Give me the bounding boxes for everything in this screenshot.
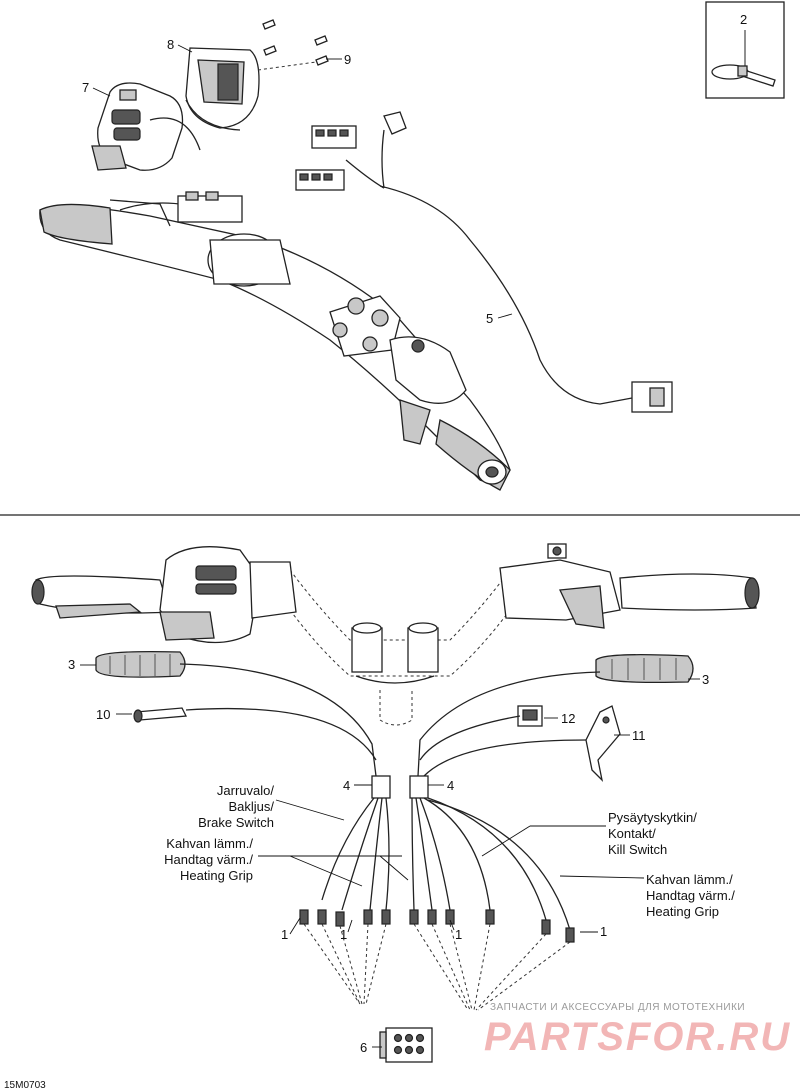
callout-9: 9 — [344, 52, 351, 67]
callout-11: 11 — [632, 728, 646, 743]
multi-pin-connector-icon — [379, 1027, 433, 1063]
left-grip-switch-icon — [31, 546, 297, 644]
cable-tie-icon — [711, 30, 776, 87]
callout-1-d: 1 — [600, 924, 607, 939]
screw-icons — [257, 19, 329, 71]
kill-label-line-1: Pysäytyskytkin/ — [608, 810, 697, 825]
heating-grip-left-icon — [95, 650, 186, 678]
label-brake-switch: Jarruvalo/ Bakljus/ Brake Switch — [198, 783, 345, 830]
callout-12: 12 — [561, 711, 575, 726]
heat-left-line-3: Heating Grip — [180, 868, 253, 883]
callout-3-right: 3 — [702, 672, 709, 687]
callout-5: 5 — [486, 311, 493, 326]
callout-4-right: 4 — [447, 778, 454, 793]
callout-4-left: 4 — [343, 778, 350, 793]
wiring-icon — [179, 663, 601, 1011]
bracket-icon — [585, 705, 621, 782]
callout-2: 2 — [740, 12, 747, 27]
heat-right-line-2: Handtag värm./ — [646, 888, 735, 903]
callout-1-b: 1 — [340, 927, 347, 942]
brake-switch-connector-icon — [133, 707, 188, 723]
label-kill-switch: Pysäytyskytkin/ Kontakt/ Kill Switch — [481, 810, 697, 857]
callout-6: 6 — [360, 1040, 367, 1055]
watermark-line-2: PARTSFOR.RU — [484, 1015, 791, 1059]
bottom-panel: 3 3 10 12 11 4 4 1 1 1 1 6 Jarruvalo/ Ba… — [4, 543, 791, 1091]
brake-label-line-2: Bakljus/ — [228, 799, 274, 814]
brake-label-line-3: Brake Switch — [198, 815, 274, 830]
label-heating-grip-left: Kahvan lämm./ Handtag värm./ Heating Gri… — [164, 836, 409, 887]
kill-switch-icon — [517, 705, 543, 727]
heat-left-line-2: Handtag värm./ — [164, 852, 253, 867]
splice-right — [409, 775, 429, 799]
kill-label-line-3: Kill Switch — [608, 842, 667, 857]
callout-3-left: 3 — [68, 657, 75, 672]
callout-8: 8 — [167, 37, 174, 52]
top-panel: 7 8 9 2 5 — [39, 1, 785, 491]
handlebar-assembly-icon — [39, 191, 511, 491]
label-heating-grip-right: Kahvan lämm./ Handtag värm./ Heating Gri… — [559, 872, 735, 919]
right-grip-throttle-icon — [499, 543, 760, 629]
splice-left — [371, 775, 391, 799]
handlebar-outline-icon — [289, 569, 511, 726]
heat-right-line-1: Kahvan lämm./ — [646, 872, 733, 887]
callout-10: 10 — [96, 707, 110, 722]
callout-1-c: 1 — [455, 927, 462, 942]
callout-7: 7 — [82, 80, 89, 95]
heating-grip-right-icon — [595, 654, 694, 684]
callout-1-a: 1 — [281, 927, 288, 942]
heat-right-line-3: Heating Grip — [646, 904, 719, 919]
brake-label-line-1: Jarruvalo/ — [217, 783, 274, 798]
wiring-harness-icon — [295, 111, 673, 413]
figure-code: 15M0703 — [4, 1080, 46, 1091]
switch-cover-icon — [185, 47, 260, 131]
kill-label-line-2: Kontakt/ — [608, 826, 656, 841]
heat-left-line-1: Kahvan lämm./ — [166, 836, 253, 851]
watermark-line-1: ЗАПЧАСТИ И АКСЕССУАРЫ ДЛЯ МОТОТЕХНИКИ — [490, 1002, 745, 1013]
switch-housing-icon — [91, 82, 201, 171]
